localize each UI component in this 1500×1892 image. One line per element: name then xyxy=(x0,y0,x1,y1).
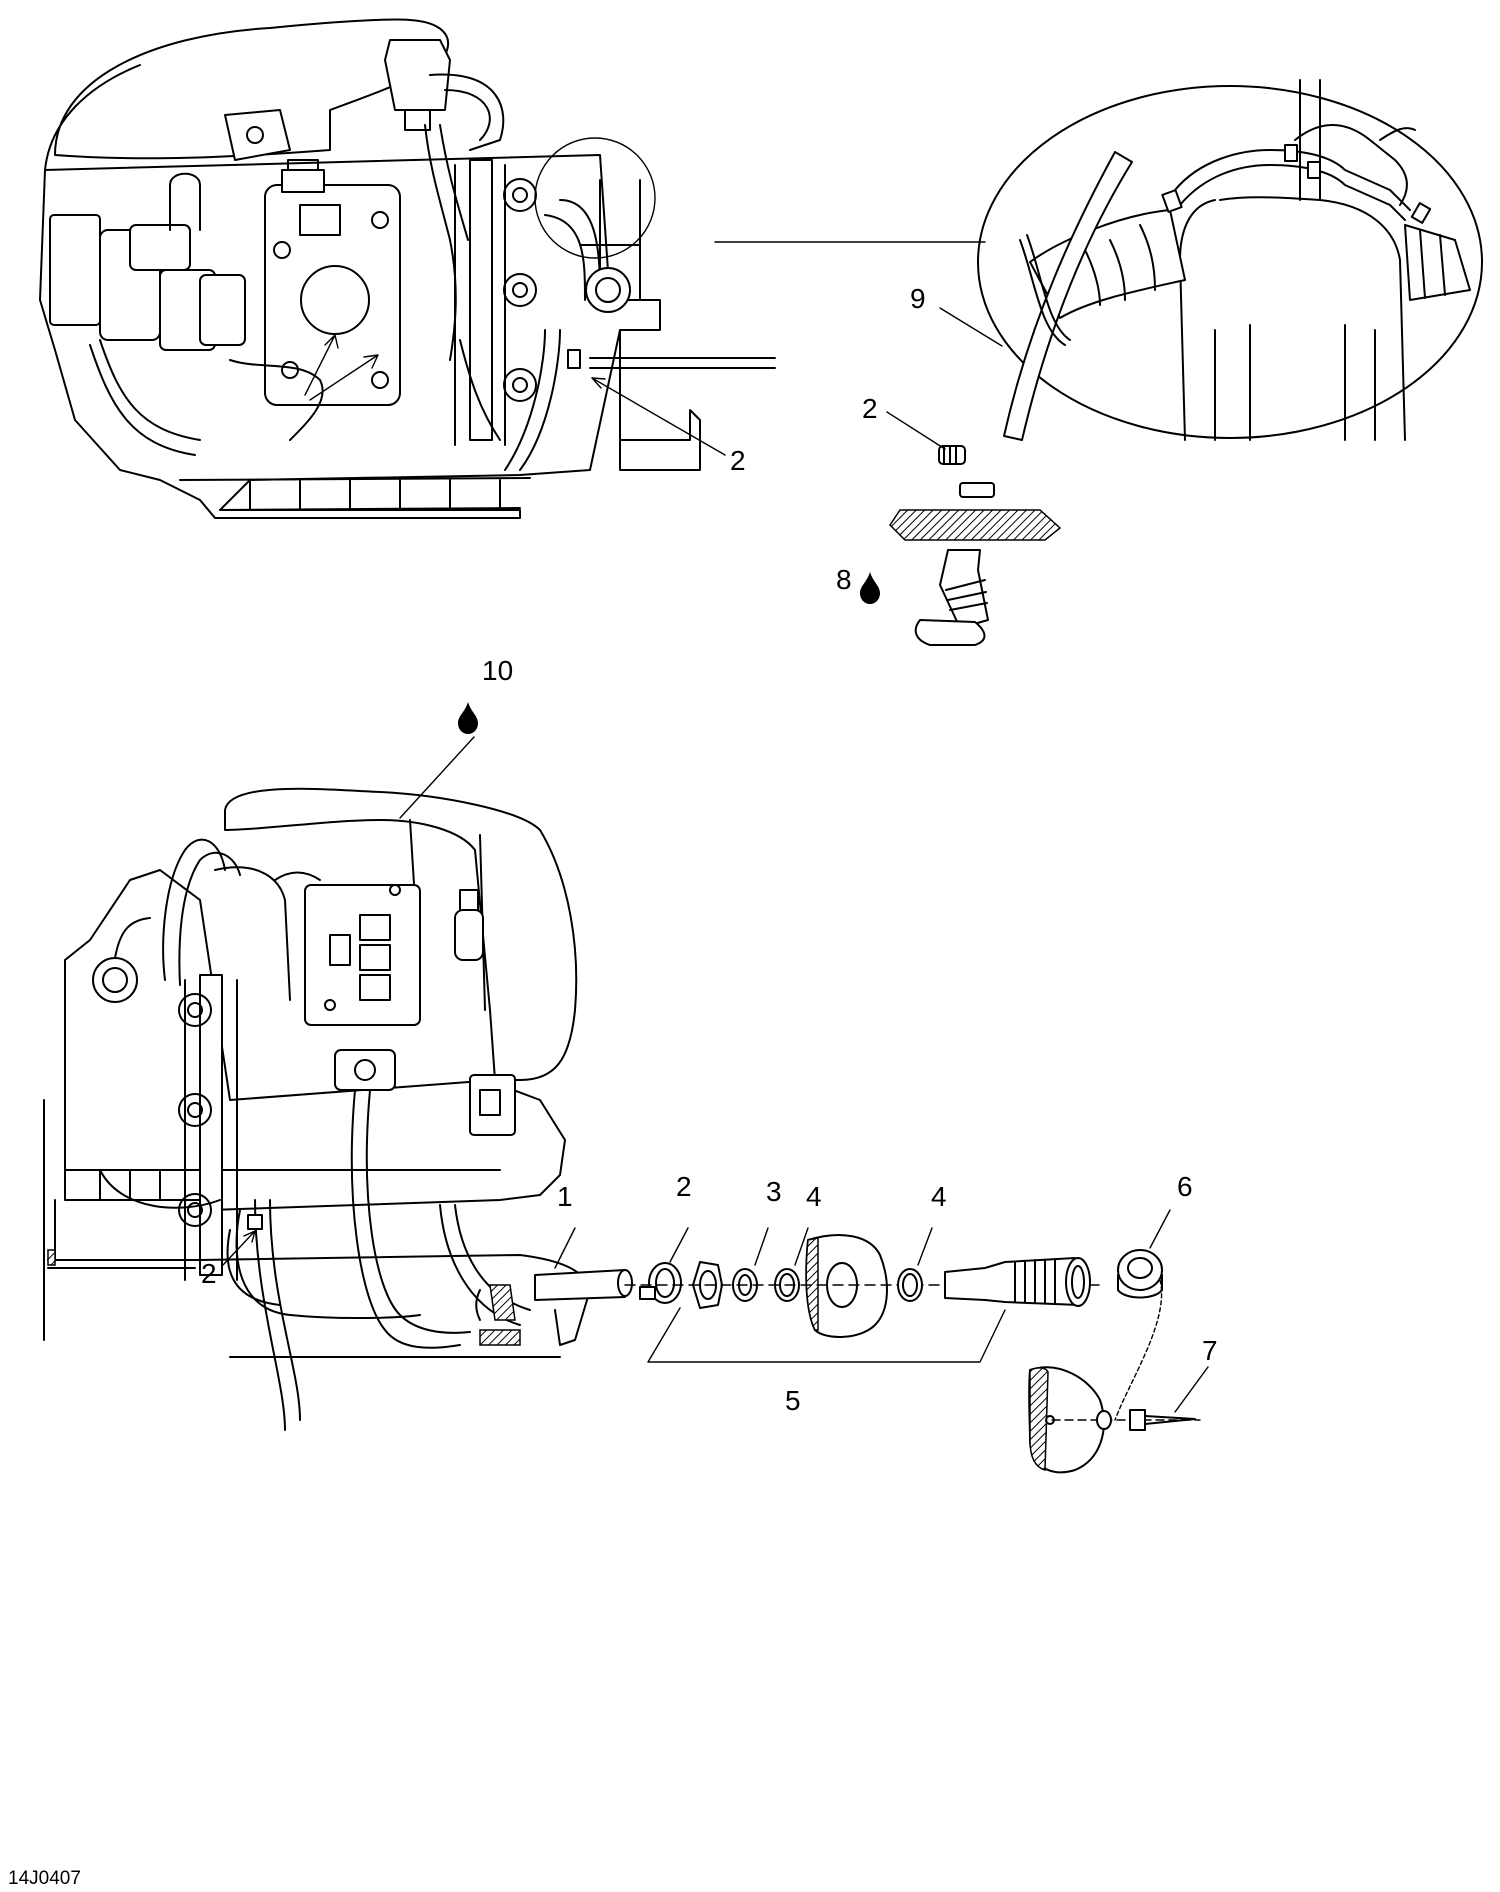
callout-2-top-engine: 2 xyxy=(730,445,746,476)
clamp-2 xyxy=(639,1262,682,1304)
figure-code: 14J0407 xyxy=(8,1868,81,1889)
callout-3: 3 xyxy=(766,1176,782,1207)
callout-10: 10 xyxy=(482,655,513,686)
clamp-2-detail xyxy=(938,445,966,465)
callout-4b: 4 xyxy=(931,1181,947,1212)
callout-8: 8 xyxy=(836,564,852,595)
exploded-filler-parts xyxy=(534,1209,1209,1474)
oil-drop-icon xyxy=(458,702,478,734)
filler-cap-6 xyxy=(1114,1249,1163,1421)
callout-2-bottom-engine: 2 xyxy=(201,1258,217,1289)
detail-zoom-circle xyxy=(977,79,1483,441)
callout-9: 9 xyxy=(910,283,926,314)
top-engine-view xyxy=(39,18,776,519)
hose-1 xyxy=(534,1269,626,1301)
callout-2-detail: 2 xyxy=(862,393,878,424)
callout-2-row: 2 xyxy=(676,1171,692,1202)
callout-5: 5 xyxy=(785,1385,801,1416)
rivet-7 xyxy=(1096,1366,1209,1431)
callout-1: 1 xyxy=(557,1181,573,1212)
bottom-engine-view xyxy=(43,787,591,1431)
leader-2-detail xyxy=(886,411,946,450)
oil-drop-icon xyxy=(860,572,880,604)
o-ring-4b xyxy=(897,1268,923,1302)
filler-neck xyxy=(944,1257,1091,1307)
callout-7: 7 xyxy=(1202,1335,1218,1366)
leader-10 xyxy=(399,736,475,819)
callout-6: 6 xyxy=(1177,1171,1193,1202)
drain-fitting-detail xyxy=(889,445,1062,646)
leader-9 xyxy=(939,307,1003,347)
callout-4a: 4 xyxy=(806,1181,822,1212)
